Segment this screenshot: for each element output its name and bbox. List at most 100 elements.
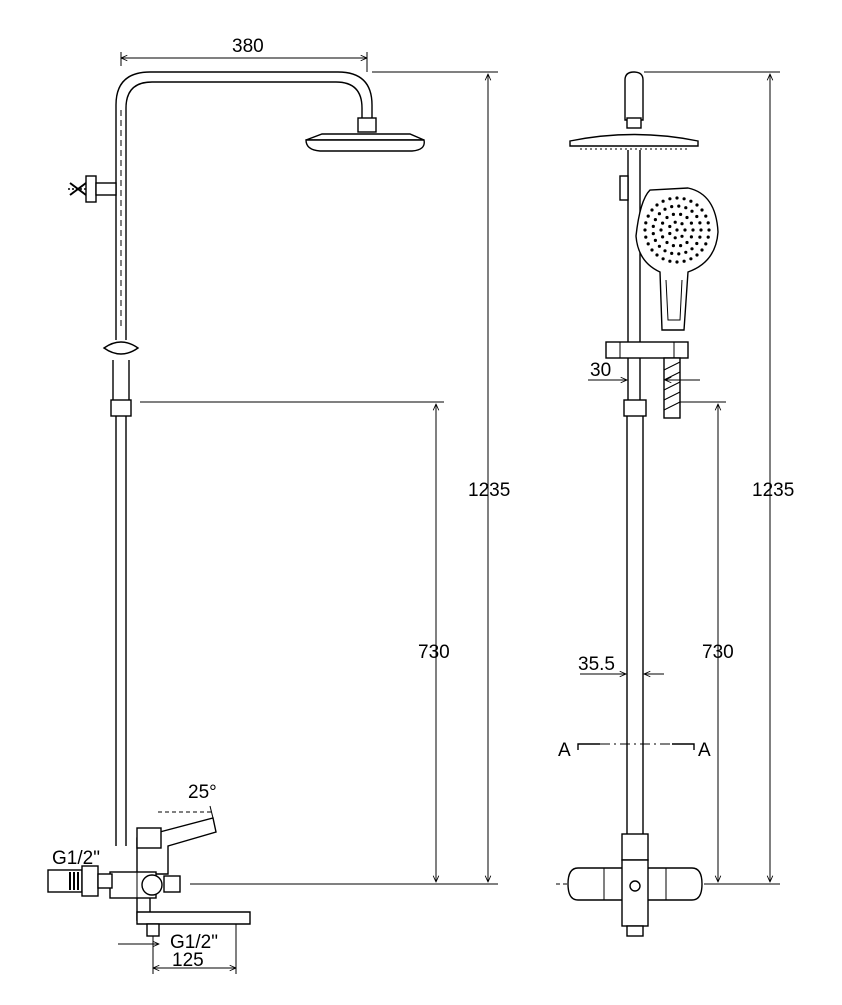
angle-label: 25°	[188, 782, 217, 803]
spray-nozzle	[665, 215, 669, 220]
spray-nozzle	[671, 212, 676, 216]
spray-nozzle	[661, 199, 665, 203]
spray-nozzle	[671, 244, 676, 248]
spray-nozzle	[691, 228, 695, 232]
spray-nozzle	[668, 259, 672, 263]
spray-nozzle	[689, 235, 694, 239]
spray-nozzle	[663, 249, 667, 253]
dimension-1235-side-label: 1235	[752, 480, 794, 501]
spray-nozzle	[698, 221, 702, 225]
spray-nozzle	[668, 231, 672, 236]
section-label-left: A	[558, 740, 571, 761]
spray-nozzle	[689, 199, 693, 203]
dimension-730-side	[680, 401, 726, 882]
spray-nozzle	[685, 215, 689, 220]
spray-nozzle	[706, 221, 710, 225]
dimension-730-side-label: 730	[702, 642, 734, 663]
spray-nozzle	[695, 241, 699, 246]
spray-nozzle	[690, 209, 694, 213]
spray-nozzle	[659, 228, 663, 232]
spray-nozzle	[675, 228, 679, 232]
spray-nozzle	[698, 235, 702, 239]
spray-nozzle	[684, 250, 688, 254]
spray-nozzle	[646, 214, 650, 218]
upper-riser-pipe	[115, 71, 373, 340]
dimension-35-5-label: 35.5	[578, 654, 615, 675]
side-holder	[605, 341, 689, 419]
section-label-right: A	[698, 740, 711, 761]
rain-shower-head	[305, 117, 425, 152]
dimension-125-label: 125	[172, 950, 204, 971]
spray-nozzle	[675, 196, 679, 200]
spray-nozzle	[670, 251, 674, 255]
spray-nozzle	[675, 260, 679, 264]
spray-nozzles	[643, 196, 711, 264]
spray-nozzle	[668, 197, 672, 201]
side-shower-head	[569, 133, 699, 150]
spray-nozzle	[653, 218, 658, 222]
spray-nozzle	[644, 235, 648, 239]
lower-riser-pipe	[110, 360, 132, 846]
spray-nozzle	[695, 203, 699, 207]
spray-nozzle	[673, 220, 677, 224]
spray-nozzle	[677, 252, 681, 256]
wall-bracket	[68, 175, 117, 203]
spray-nozzle	[650, 208, 654, 212]
spray-nozzle	[685, 240, 689, 245]
dimension-730-front	[140, 401, 444, 882]
outlet-label: G1/2"	[170, 932, 218, 953]
spray-nozzle	[706, 235, 710, 239]
side-wall-bracket	[619, 175, 629, 201]
spray-nozzle	[655, 253, 659, 257]
spray-nozzle	[700, 208, 704, 212]
slider-holder	[102, 341, 140, 355]
spray-nozzle	[668, 224, 672, 229]
spray-nozzle	[643, 228, 647, 232]
spray-nozzle	[689, 257, 693, 261]
spray-nozzle	[655, 203, 659, 207]
spray-nozzle	[679, 244, 683, 248]
spray-nozzle	[665, 240, 669, 245]
spray-nozzle	[650, 248, 654, 252]
spray-nozzle	[646, 242, 650, 246]
spray-nozzle	[707, 228, 711, 232]
spray-nozzle	[700, 248, 704, 252]
dimension-1235-front	[190, 71, 498, 885]
front-view: 380 1235 730 25° G1/2" G1/2" 125	[47, 36, 510, 974]
spray-nozzle	[689, 221, 694, 225]
dimension-30-label: 30	[590, 360, 611, 381]
spray-nozzle	[663, 207, 667, 211]
dimension-1235-front-label: 1235	[468, 480, 510, 501]
spray-nozzle	[661, 235, 665, 239]
spray-nozzle	[704, 242, 708, 246]
hand-shower	[635, 187, 719, 331]
dimension-1235-side	[644, 71, 780, 885]
spray-nozzle	[653, 238, 658, 242]
side-mixer	[556, 833, 703, 937]
inlet-fitting	[47, 865, 113, 897]
spray-nozzle	[680, 234, 684, 238]
spray-nozzle	[695, 253, 699, 257]
spray-nozzle	[690, 247, 694, 251]
dimension-380	[121, 52, 367, 72]
spray-nozzle	[695, 214, 699, 219]
dimension-125	[118, 924, 236, 974]
spray-nozzle	[682, 259, 686, 263]
spray-nozzle	[670, 205, 674, 209]
inlet-label: G1/2"	[52, 848, 100, 869]
spray-nozzle	[680, 222, 684, 226]
spray-nozzle	[661, 221, 665, 225]
spray-nozzle	[679, 212, 683, 216]
spray-nozzle	[657, 212, 662, 216]
section-line	[577, 743, 695, 750]
spray-nozzle	[661, 257, 665, 261]
spray-nozzle	[704, 214, 708, 218]
spray-nozzle	[673, 236, 677, 240]
dimension-380-label: 380	[232, 36, 264, 57]
mixer-body	[109, 811, 251, 937]
spray-nozzle	[682, 197, 686, 201]
side-view: 30 35.5 A A	[556, 71, 794, 937]
spray-nozzle	[683, 228, 687, 232]
spray-nozzle	[651, 232, 655, 236]
